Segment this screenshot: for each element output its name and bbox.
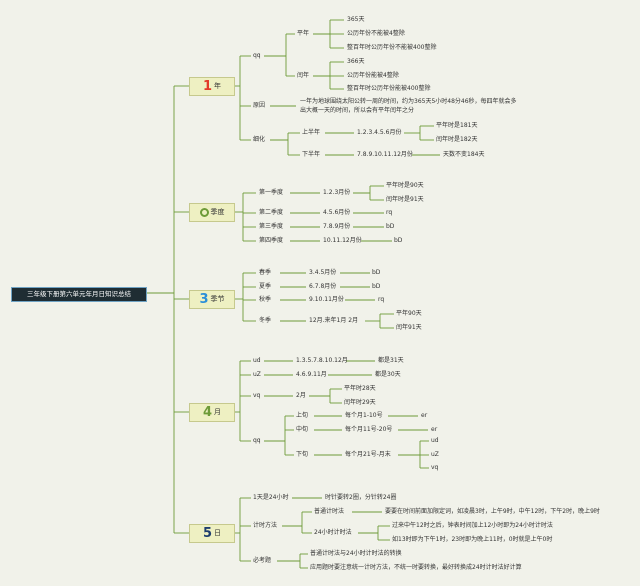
category-number: 4 <box>202 405 213 420</box>
node-quarter-2-days: rq <box>386 209 393 216</box>
node-early-range: 每个月1-10号 <box>345 412 383 419</box>
node-exam: 必考题 <box>253 557 272 564</box>
node-autumn: 秋季 <box>259 296 272 303</box>
node-period: qq <box>253 437 261 444</box>
category-number: 3 <box>199 292 209 307</box>
node-exam-2: 应用题时要注意统一计时方法，不统一时要转换，最好转换成24时计时法好计算 <box>310 564 522 571</box>
node-run-item-2: 公历年份能被4整除 <box>347 72 399 79</box>
node-run-year: 闰年 <box>297 72 310 79</box>
node-24h-timing-detail-1: 过来中午12时之后，钟表时间加上12小时即为24小时计时法 <box>392 522 553 529</box>
node-summer-months: 6.7.8月份 <box>309 283 337 290</box>
node-first-half: 上半年 <box>302 129 321 136</box>
node-second-half: 下半年 <box>302 151 321 158</box>
node-winter-months: 12月.来年1月 2月 <box>309 317 359 324</box>
node-quarter-3: 第三季度 <box>259 223 284 230</box>
node-spring-days: bD <box>372 269 381 276</box>
node-summer: 夏季 <box>259 283 272 290</box>
category-day: 5 日 <box>189 524 235 543</box>
node-late-c: vq <box>431 464 439 471</box>
category-label: 年 <box>214 82 222 90</box>
node-one-day: 1天是24小时 <box>253 494 289 501</box>
node-24h-timing: 24小时计时法 <box>314 529 352 536</box>
node-first-half-ping: 平年时是181天 <box>436 122 478 129</box>
node-timing-method: 计时方法 <box>253 522 278 529</box>
category-label: 月 <box>214 408 222 416</box>
node-run-item-3: 整百年时公历年份能被400整除 <box>347 85 431 92</box>
node-quarter-2: 第二季度 <box>259 209 284 216</box>
node-quarter-1-months: 1.2.3月份 <box>323 189 351 196</box>
node-winter: 冬季 <box>259 317 272 324</box>
node-early-days: er <box>421 412 428 419</box>
node-spring: 春季 <box>259 269 272 276</box>
node-winter-run: 闰年91天 <box>396 324 422 331</box>
node-second-half-days: 天数不变184天 <box>443 151 485 158</box>
node-big-month-days: 都是31天 <box>378 357 404 364</box>
node-mid-range: 每个月11号-20号 <box>345 426 393 433</box>
node-summer-days: bD <box>372 283 381 290</box>
node-feb-run: 闰年时29天 <box>344 399 376 406</box>
node-spring-months: 3.4.5月份 <box>309 269 337 276</box>
number-circle-icon <box>199 208 209 217</box>
node-first-half-run: 闰年时是182天 <box>436 136 478 143</box>
node-mid: 中旬 <box>296 426 309 433</box>
node-ping-item-2: 公历年份不能被4整除 <box>347 30 405 37</box>
node-big-month: ud <box>253 357 261 364</box>
node-exam-1: 普通计时法与24小时计时法的转换 <box>310 550 402 557</box>
node-quarter-2-months: 4.5.6月份 <box>323 209 351 216</box>
node-year-qq: qq <box>253 52 261 59</box>
node-feb: 2月 <box>296 392 306 399</box>
category-label: 季度 <box>210 208 225 216</box>
node-one-day-detail: 时针要转2圈，分针转24圈 <box>325 494 397 501</box>
node-run-item-1: 366天 <box>347 58 365 65</box>
category-quarter: 2 季度 <box>189 203 235 222</box>
node-ping-year: 平年 <box>297 30 310 37</box>
node-late-range: 每个月21号-月末 <box>345 451 391 458</box>
node-first-half-months: 1.2.3.4.5.6月份 <box>357 129 402 136</box>
node-ping-item-1: 365天 <box>347 16 365 23</box>
category-label: 日 <box>214 529 222 537</box>
node-normal-timing: 普通计时法 <box>314 508 345 515</box>
node-quarter-4-months: 10.11.12月份 <box>323 237 362 244</box>
node-reason-line-2: 出大概一天的时间，所以会有平年闰年之分 <box>300 107 415 114</box>
node-late-b: uZ <box>431 451 439 458</box>
category-label: 季节 <box>210 295 225 303</box>
node-early: 上旬 <box>296 412 309 419</box>
node-late-a: ud <box>431 437 439 444</box>
node-24h-timing-detail-2: 如13时即为下午1时，23时即为晚上11时，0时就是上午0时 <box>392 536 553 543</box>
node-quarter-1-run: 闰年时是91天 <box>386 196 424 203</box>
node-small-month: uZ <box>253 371 261 378</box>
node-feb-ping: 平年时28天 <box>344 385 376 392</box>
node-quarter-3-days: bD <box>386 223 395 230</box>
node-quarter-3-months: 7.8.9月份 <box>323 223 351 230</box>
node-small-month-list: 4.6.9.11月 <box>296 371 327 378</box>
node-mid-days: er <box>431 426 438 433</box>
node-quarter-4-days: bD <box>394 237 403 244</box>
node-feb-label: vq <box>253 392 261 399</box>
category-number: 1 <box>202 79 213 94</box>
category-month: 4 月 <box>189 403 235 422</box>
node-ping-item-3: 整百年时公历年份不能被400整除 <box>347 44 437 51</box>
category-season: 3 季节 <box>189 290 235 309</box>
node-reason-line-1: 一年为地球围绕太阳公转一周的时间，约为365天5小时48分46秒，每四年就会多 <box>300 98 517 105</box>
node-autumn-days: rq <box>378 296 385 303</box>
category-number: 5 <box>202 526 213 541</box>
category-year: 1 年 <box>189 77 235 96</box>
root-title: 三年级下册第六单元年月日知识总结 <box>11 287 147 302</box>
node-small-month-days: 都是30天 <box>375 371 401 378</box>
node-quarter-4: 第四季度 <box>259 237 284 244</box>
node-big-month-list: 1.3.5.7.8.10.12月 <box>296 357 348 364</box>
node-detail: 细化 <box>253 136 266 143</box>
node-winter-ping: 平年90天 <box>396 310 422 317</box>
node-autumn-months: 9.10.11月份 <box>309 296 344 303</box>
node-quarter-1: 第一季度 <box>259 189 284 196</box>
node-late: 下旬 <box>296 451 309 458</box>
node-reason: 原因 <box>253 102 266 109</box>
node-normal-timing-detail: 要要在时间前面加限定词，如凌晨3时，上午9时，中午12时，下午2时，晚上9时 <box>385 508 600 515</box>
node-second-half-months: 7.8.9.10.11.12月份 <box>357 151 413 158</box>
node-quarter-1-ping: 平年时是90天 <box>386 182 424 189</box>
